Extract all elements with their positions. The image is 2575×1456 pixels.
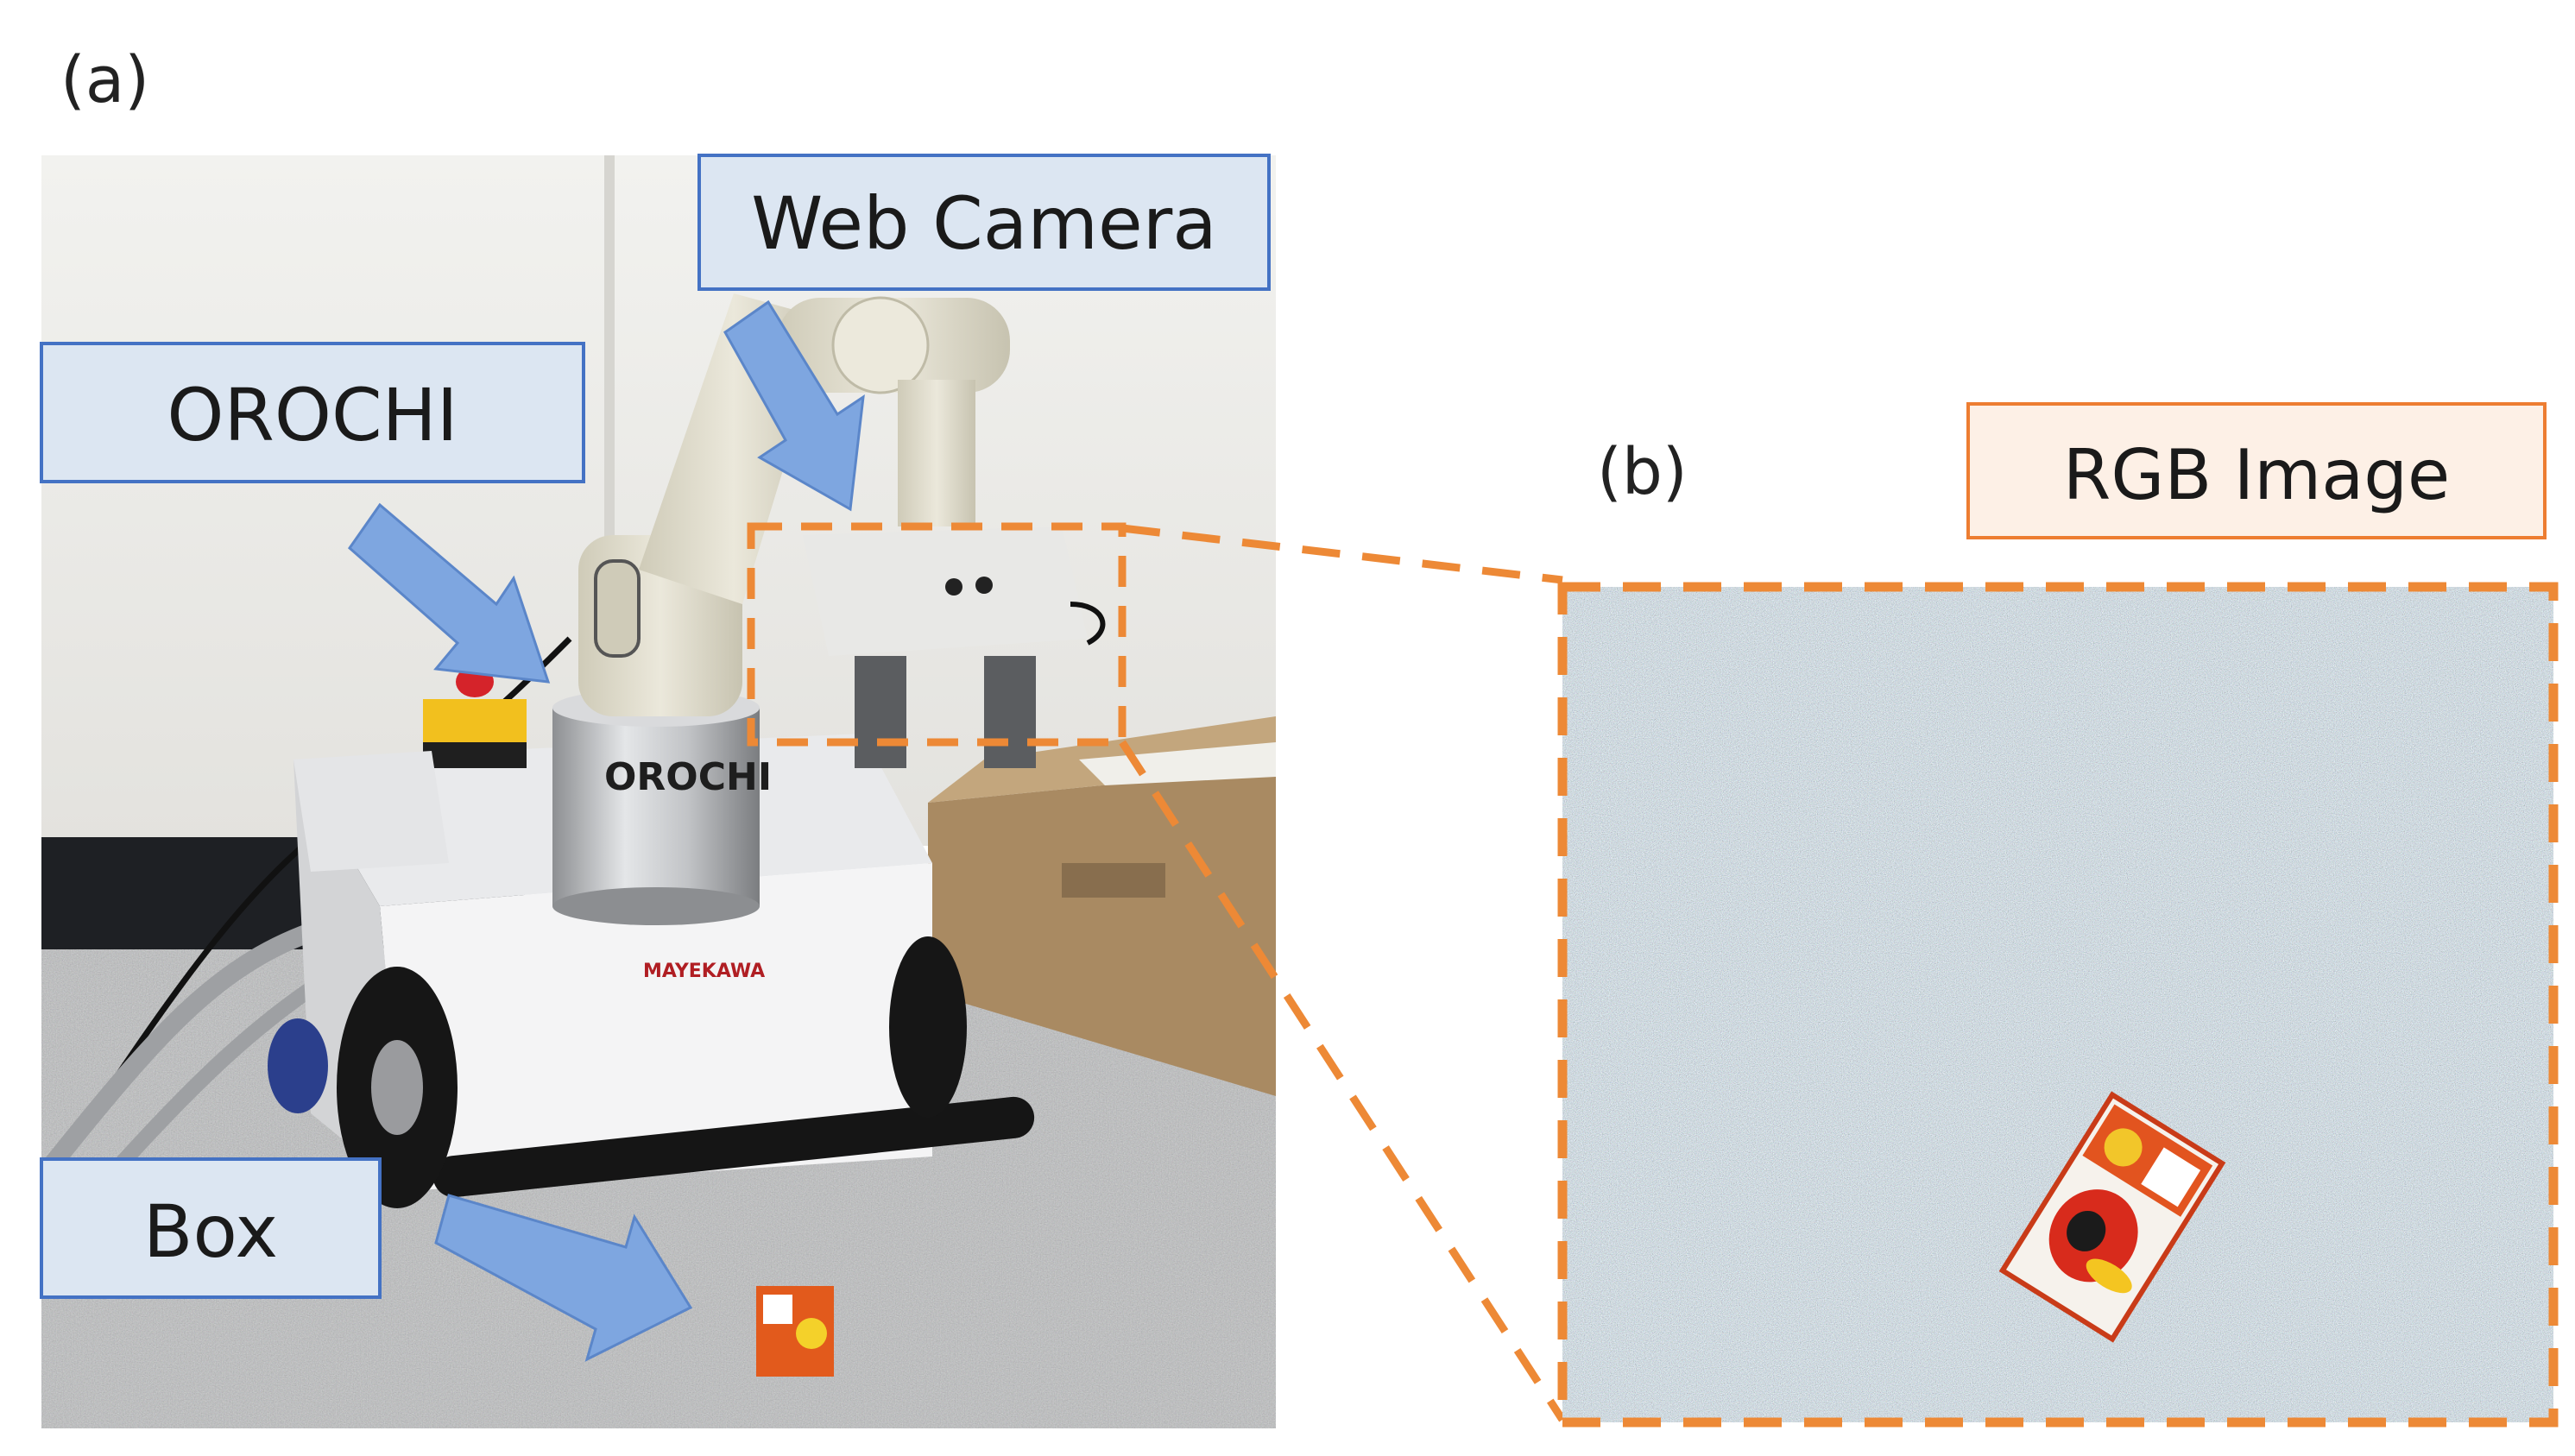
mobile-base: MAYEKAWA [268, 666, 1035, 1208]
callout-rgb-image: RGB Image [1966, 402, 2547, 539]
callout-rgb-image-text: RGB Image [2063, 435, 2450, 515]
callout-web-camera: Web Camera [697, 154, 1271, 291]
small-box-photo [756, 1286, 834, 1377]
roi-dashed-box [747, 522, 1127, 747]
robot-arm: OROCHI [552, 293, 1106, 925]
rgb-image-dashed-frame [1557, 582, 2559, 1428]
callout-orochi-text: OROCHI [167, 373, 458, 457]
callout-orochi: OROCHI [40, 342, 585, 483]
arrow-box [434, 1194, 693, 1362]
panel-a-label: (a) [60, 43, 149, 117]
panel-b-label: (b) [1597, 435, 1688, 509]
connector-line-top [1121, 524, 1563, 584]
box-in-rgb-image [1998, 1091, 2226, 1343]
base-brand-text: MAYEKAWA [643, 961, 765, 982]
arrow-orochi [348, 502, 551, 684]
callout-web-camera-text: Web Camera [751, 181, 1216, 266]
callout-box: Box [40, 1157, 382, 1299]
rgb-image [1562, 587, 2553, 1422]
arm-brand-text: OROCHI [604, 755, 772, 799]
arrow-web-camera [723, 299, 865, 512]
callout-box-text: Box [143, 1189, 278, 1274]
connector-line-bottom [1119, 740, 1566, 1422]
